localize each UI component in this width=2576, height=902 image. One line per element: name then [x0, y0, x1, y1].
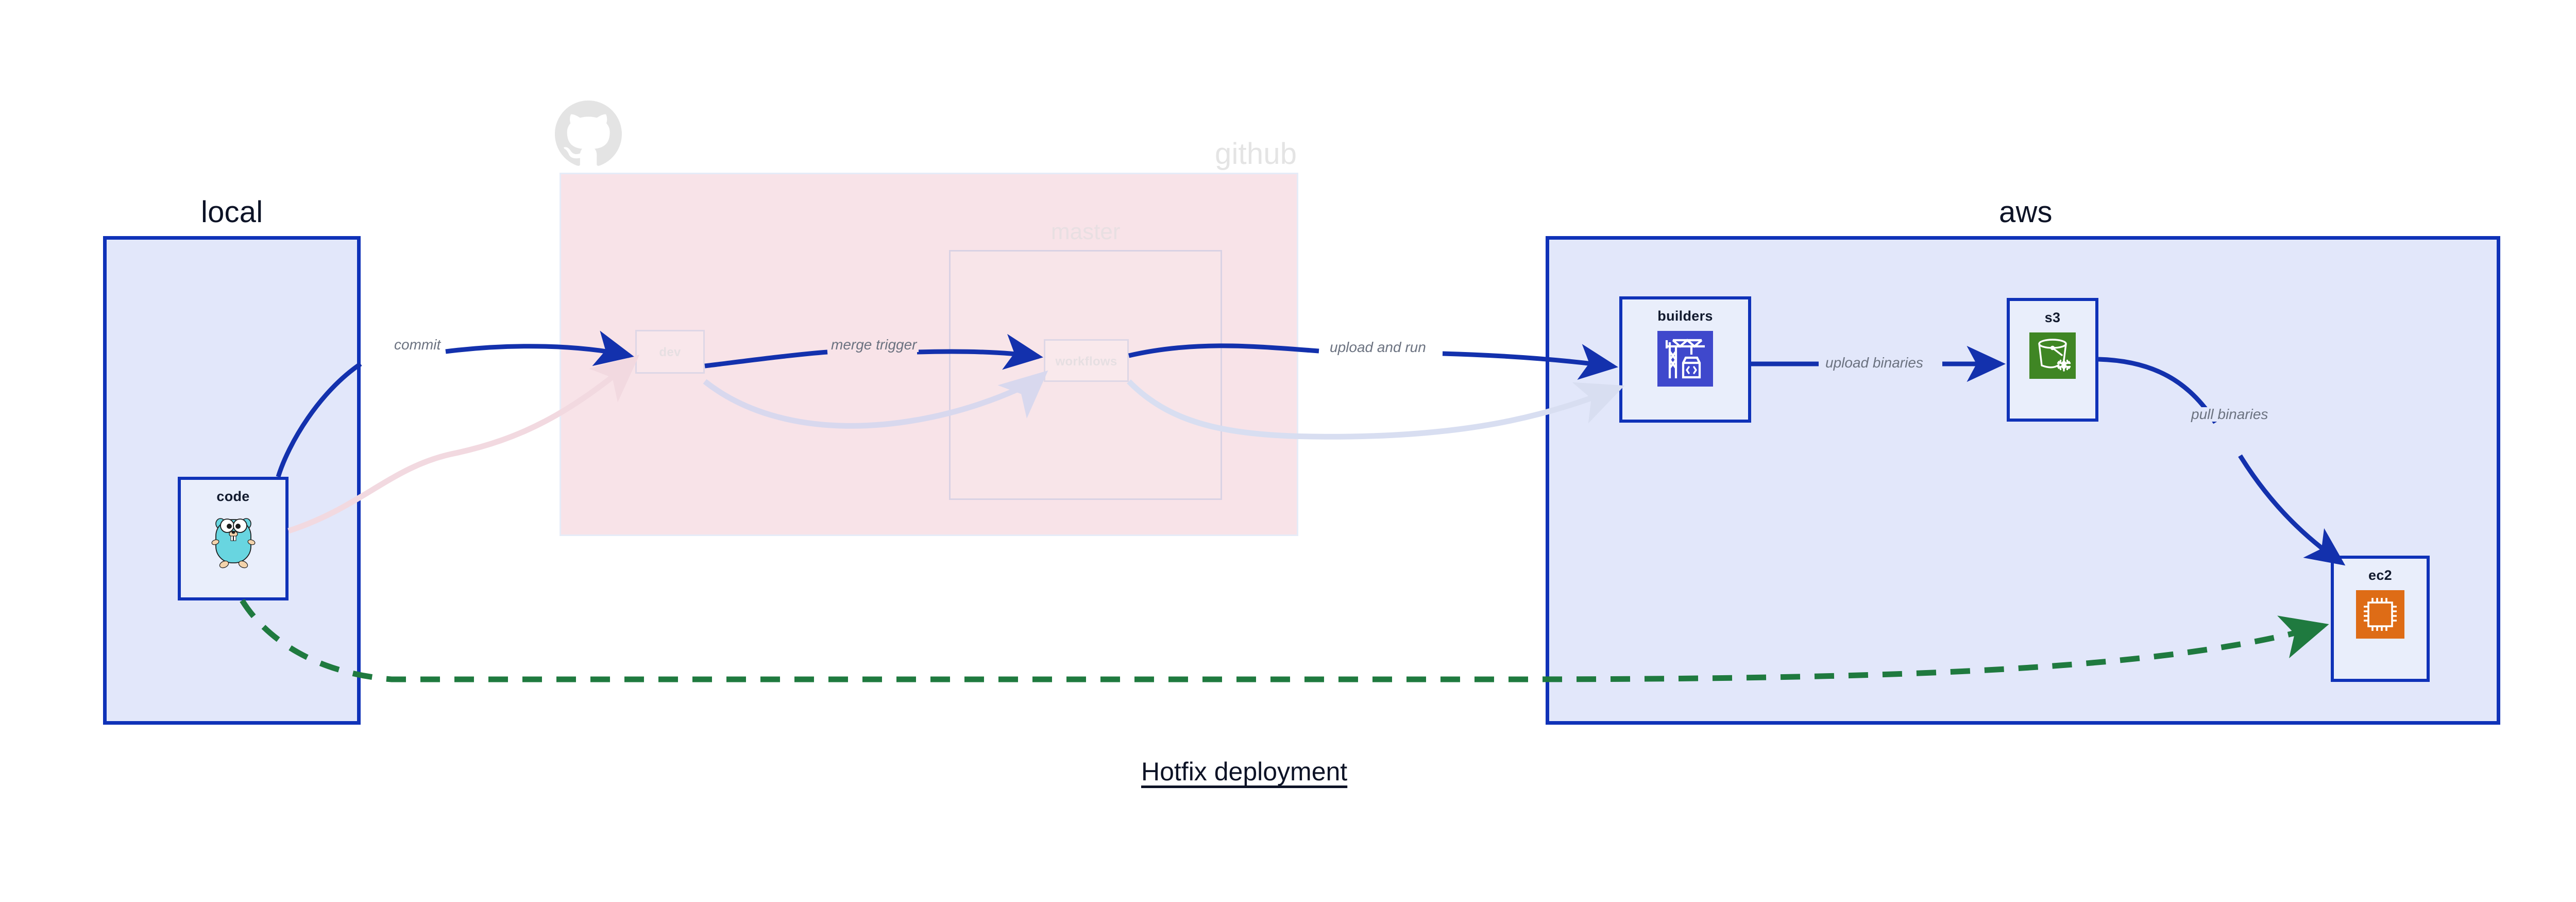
node-code[interactable]: code: [178, 477, 289, 600]
subgroup-master-label: master: [1051, 219, 1121, 244]
node-workflows-label: workflows: [1055, 355, 1117, 369]
go-gopher-icon: [210, 511, 257, 573]
node-builders-label: builders: [1657, 308, 1713, 324]
aws-codebuild-icon: [1657, 331, 1713, 389]
node-ec2[interactable]: ec2: [2331, 556, 2430, 682]
aws-s3-glacier-icon: [2029, 332, 2076, 381]
node-ec2-label: ec2: [2368, 567, 2392, 583]
node-s3[interactable]: s3: [2007, 298, 2098, 422]
edge-label-upload-and-run: upload and run: [1328, 340, 1428, 355]
edge-label-merge-trigger: merge trigger: [829, 338, 919, 352]
node-code-label: code: [216, 489, 250, 504]
node-workflows[interactable]: workflows: [1044, 339, 1129, 382]
group-aws-label: aws: [1999, 195, 2053, 229]
group-github-label: github: [1215, 137, 1297, 171]
node-s3-label: s3: [2044, 310, 2061, 325]
node-builders[interactable]: builders: [1619, 296, 1751, 423]
node-dev-label: dev: [659, 345, 681, 359]
edge-label-commit: commit: [393, 338, 443, 352]
node-dev[interactable]: dev: [635, 330, 705, 374]
group-local-label: local: [201, 195, 263, 229]
github-octocat-icon: [555, 101, 622, 168]
diagram-title: Hotfix deployment: [1141, 757, 1348, 786]
edge-label-pull-binaries: pull binaries: [2190, 407, 2270, 422]
aws-ec2-icon: [2356, 590, 2404, 641]
edge-label-upload-binaries: upload binaries: [1824, 356, 1925, 370]
